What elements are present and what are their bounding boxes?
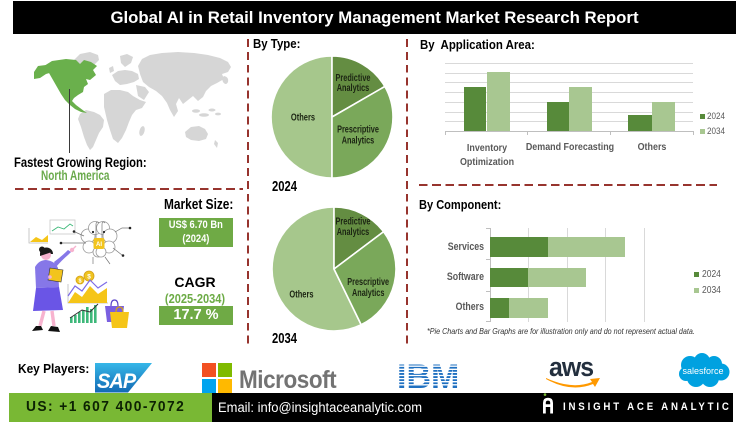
svg-text:Prescriptive: Prescriptive: [337, 123, 379, 134]
svg-text:Others: Others: [291, 111, 315, 122]
svg-text:Analytics: Analytics: [337, 82, 370, 93]
svg-text:Predictive: Predictive: [336, 72, 371, 83]
svg-text:Prescriptive: Prescriptive: [347, 276, 389, 287]
svg-text:salesforce: salesforce: [682, 366, 723, 376]
svg-text:$: $: [87, 274, 91, 281]
svg-text:Predictive: Predictive: [336, 215, 371, 226]
svg-text:Analytics: Analytics: [352, 287, 385, 298]
svg-text:$: $: [78, 279, 81, 285]
svg-text:Others: Others: [289, 288, 313, 299]
svg-text:Analytics: Analytics: [337, 226, 370, 237]
svg-text:AI: AI: [96, 242, 102, 248]
svg-text:Analytics: Analytics: [342, 134, 375, 145]
